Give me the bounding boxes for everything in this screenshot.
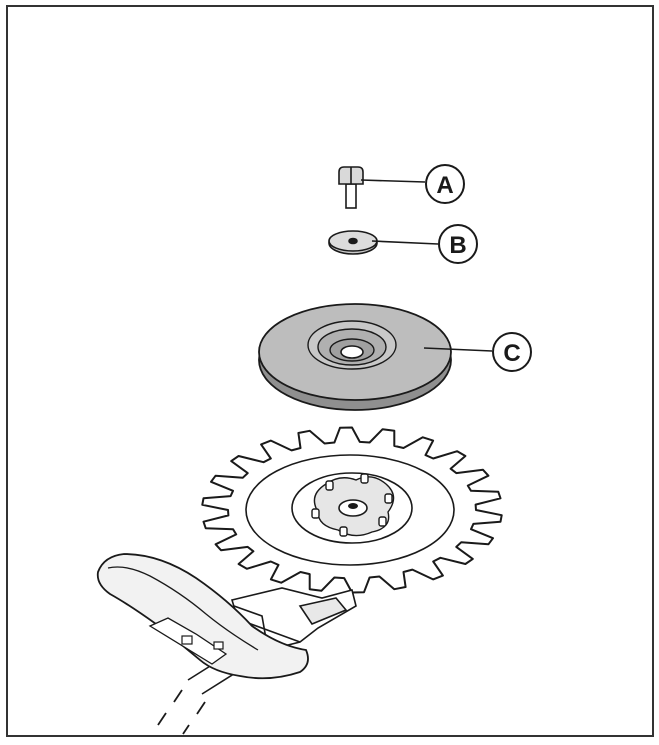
shaft-dashes (157, 689, 206, 735)
figure-border (6, 5, 654, 737)
support-cup (258, 303, 452, 411)
callout-label-a: A (436, 172, 453, 199)
callout-c: C (423, 332, 532, 372)
washer (328, 230, 378, 255)
saw-blade (201, 426, 503, 594)
callout-b: B (371, 224, 478, 264)
callout-a: A (360, 164, 465, 204)
callout-label-b: B (449, 232, 466, 259)
blade-guard (96, 553, 309, 680)
bolt (338, 166, 364, 209)
callout-label-c: C (503, 340, 520, 367)
